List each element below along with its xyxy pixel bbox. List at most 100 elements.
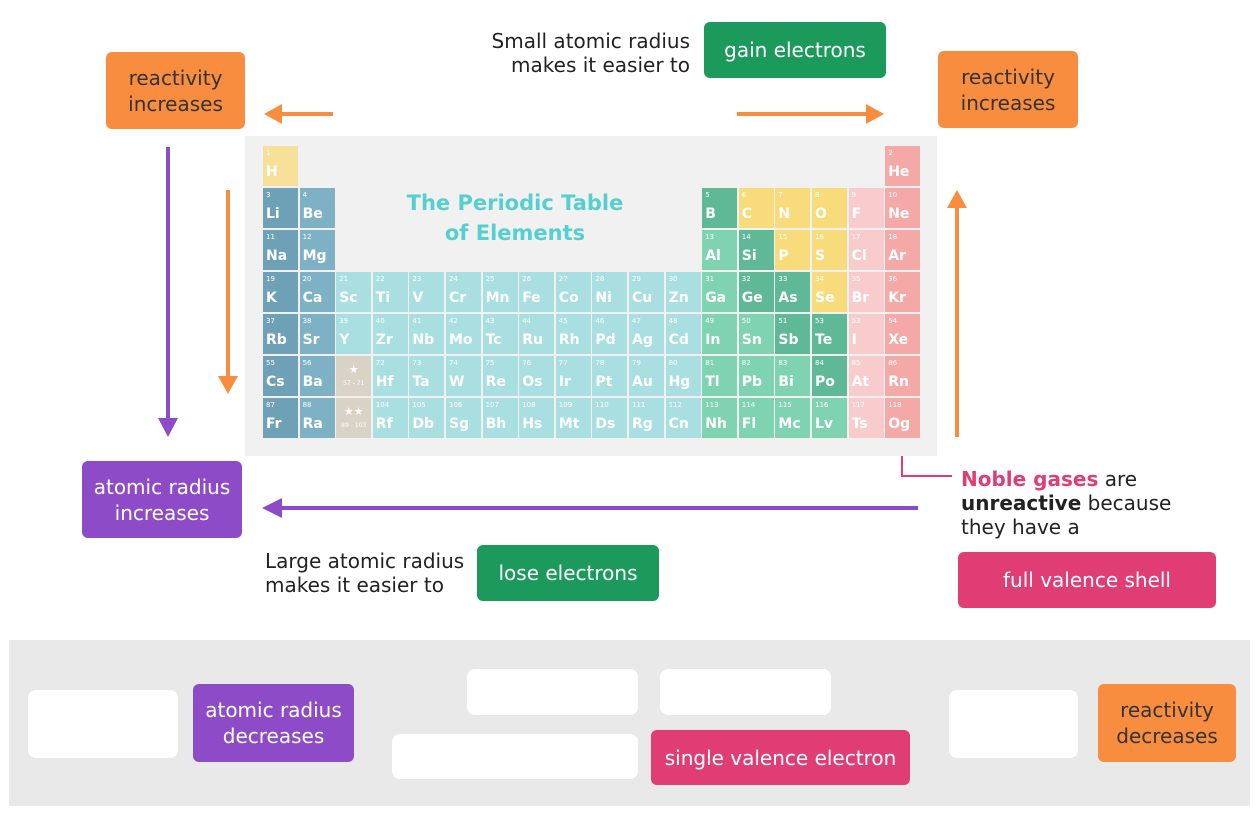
periodic-table-title: The Periodic Table of Elements [395, 188, 635, 248]
element-symbol: Be [302, 206, 323, 222]
element-symbol: Al [705, 248, 721, 264]
element-symbol: Db [412, 416, 435, 432]
noble-gases-text: Noble gases are unreactive because they … [961, 467, 1221, 539]
element-number: 113 [705, 401, 719, 409]
element-number: 32 [741, 275, 751, 283]
element-number: 54 [888, 317, 898, 325]
element-symbol: Bi [778, 374, 794, 390]
because-word: because [1081, 491, 1172, 515]
element-symbol: Li [266, 206, 280, 222]
element-number: 81 [705, 359, 715, 367]
element-number: 116 [815, 401, 829, 409]
element-symbol: Pt [595, 374, 613, 390]
element-symbol: Rg [632, 416, 653, 432]
drop-slot-2[interactable] [467, 669, 638, 715]
element-symbol: Ta [412, 374, 430, 390]
arrow-up-orange [947, 190, 967, 437]
element-number: 108 [522, 401, 536, 409]
element-number: 83 [778, 359, 788, 367]
element-number: 45 [558, 317, 568, 325]
element-number: 9 [851, 191, 857, 199]
element-symbol: Os [522, 374, 543, 390]
element-number: 12 [302, 233, 312, 241]
drop-slot-3[interactable] [660, 669, 831, 715]
they-have-a-text: they have a [961, 515, 1080, 539]
element-number: 8 [815, 191, 820, 199]
element-symbol: Ds [595, 416, 616, 432]
element-number: 111 [632, 401, 646, 409]
element-number: 46 [595, 317, 605, 325]
element-number: 5 [705, 191, 710, 199]
drop-slot-1[interactable] [28, 690, 178, 758]
reactivity-increases-right-label: reactivity increases [938, 51, 1078, 128]
element-symbol: Hf [375, 374, 394, 390]
chip-reactivity-decreases[interactable]: reactivity decreases [1098, 684, 1236, 762]
element-symbol: Po [815, 374, 835, 390]
small-radius-line2: makes it easier to [511, 53, 690, 77]
chip-atomic-radius-decreases[interactable]: atomic radius decreases [193, 684, 354, 762]
reactivity-increases-left-label: reactivity increases [106, 52, 245, 129]
element-number: 110 [595, 401, 609, 409]
element-symbol: S [815, 248, 826, 264]
element-number: 14 [741, 233, 751, 241]
element-number: 78 [595, 359, 605, 367]
element-symbol: Fl [741, 416, 757, 432]
chip-single-valence-electron[interactable]: single valence electron [651, 730, 910, 785]
drop-slot-4[interactable] [392, 734, 638, 779]
element-symbol: At [851, 374, 870, 390]
element-symbol: Hg [668, 374, 691, 390]
large-radius-text: Large atomic radius makes it easier to [265, 549, 485, 597]
element-symbol: Si [741, 248, 757, 264]
element-number: 50 [741, 317, 751, 325]
element-number: 22 [375, 275, 385, 283]
element-number: 51 [778, 317, 788, 325]
element-number: 40 [375, 317, 385, 325]
element-cell: ★★89 - 103 [336, 398, 372, 438]
element-number: 74 [449, 359, 458, 367]
element-symbol: V [412, 290, 424, 306]
element-number: 109 [558, 401, 573, 409]
element-number: 11 [266, 233, 275, 241]
element-symbol: Ga [705, 290, 727, 306]
element-number: 29 [632, 275, 641, 283]
element-number: 42 [449, 317, 458, 325]
element-number: 15 [778, 233, 788, 241]
drop-slot-5[interactable] [949, 690, 1078, 758]
element-symbol: Mo [449, 332, 473, 348]
element-number: 77 [558, 359, 568, 367]
element-number: 27 [558, 275, 568, 283]
